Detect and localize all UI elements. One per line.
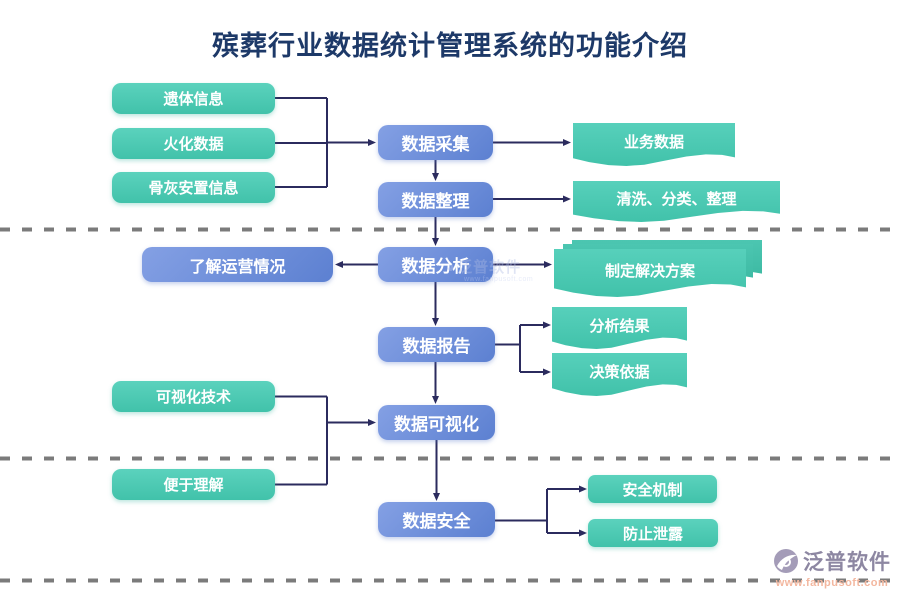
node-data-visualization: 数据可视化 [378, 405, 495, 440]
dashed-separator-lines [0, 227, 900, 583]
node-understand-operation: 了解运营情况 [142, 247, 333, 282]
node-prevent-leak: 防止泄露 [588, 519, 718, 547]
node-analysis-result: 分析结果 [552, 307, 687, 349]
node-data-collection: 数据采集 [378, 125, 493, 160]
node-data-organize: 数据整理 [378, 182, 493, 217]
brand-name: 泛普软件 [803, 551, 891, 574]
node-data-analysis: 数据分析 [378, 247, 493, 282]
node-clean-classify: 清洗、分类、整理 [573, 181, 780, 222]
brand-url: www.fanpusoft.com [775, 577, 889, 589]
node-make-solution: 制定解决方案 [554, 249, 746, 297]
node-cremation-data: 火化数据 [112, 128, 275, 159]
node-security-mechanism: 安全机制 [588, 475, 717, 503]
flow-connectors [275, 97, 587, 537]
brand-logo: 泛普软件 www.fanpusoft.com [768, 546, 896, 589]
node-ashes-placement: 骨灰安置信息 [112, 172, 275, 203]
node-data-security: 数据安全 [378, 502, 495, 537]
page-title: 殡葬行业数据统计管理系统的功能介绍 [212, 31, 688, 61]
brand-logo-icon [774, 549, 798, 573]
node-body-info: 遗体信息 [112, 83, 275, 114]
node-visual-tech: 可视化技术 [112, 381, 275, 412]
node-make-solution-stack: 制定解决方案 [554, 240, 766, 297]
node-easy-understand: 便于理解 [112, 469, 275, 500]
node-data-report: 数据报告 [378, 327, 495, 362]
